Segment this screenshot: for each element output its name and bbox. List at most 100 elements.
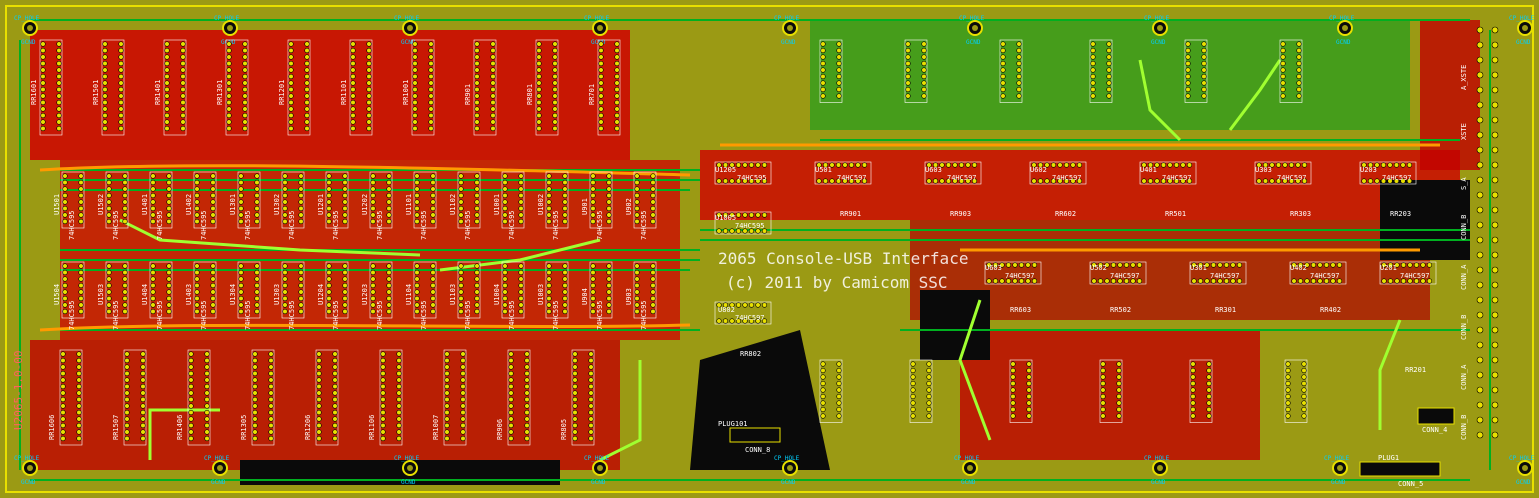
chip-ref: U802 <box>718 306 735 314</box>
chip-part: 74HC595 <box>464 210 472 240</box>
resistor-array <box>187 349 211 446</box>
chip-ref: U1102 <box>449 194 457 215</box>
rj-conn-label: CONN_4 <box>1422 426 1447 434</box>
hole-label: CP_HOLE <box>394 455 420 462</box>
chip-part: 74HC595 <box>288 300 296 330</box>
resistor-array <box>411 39 435 136</box>
header-pin <box>1476 86 1484 94</box>
resistor-array <box>819 359 843 423</box>
header-pin <box>1476 221 1484 229</box>
hole-label: CP_HOLE <box>1144 455 1170 462</box>
chip-part: 74HC597 <box>1382 174 1412 182</box>
shift-register-chip <box>193 261 217 319</box>
resistor-array <box>597 39 621 136</box>
header-pin <box>1491 176 1499 184</box>
hole-label: CP_HOLE <box>959 15 985 22</box>
hole-center <box>27 25 33 31</box>
hole-center <box>27 465 33 471</box>
hole-center <box>227 25 233 31</box>
chip-part: 74HC597 <box>1400 272 1430 280</box>
resistor-array <box>287 39 311 136</box>
hole-center <box>1157 25 1163 31</box>
header-pin <box>1476 41 1484 49</box>
header-pin <box>1476 176 1484 184</box>
shift-register-chip <box>61 171 85 229</box>
chip-ref: U1203 <box>361 284 369 305</box>
hole-sub-label: GCND <box>591 479 606 486</box>
hole-label: CP_HOLE <box>774 455 800 462</box>
chip-part: 74HC595 <box>640 300 648 330</box>
shift-register-chip <box>193 171 217 229</box>
resistor-label: RR1007 <box>432 415 440 440</box>
shift-register-chip <box>237 171 261 229</box>
hole-label: CP_HOLE <box>584 15 610 22</box>
shift-register-chip <box>413 171 437 229</box>
resistor-array <box>535 39 559 136</box>
hole-label: CP_HOLE <box>394 15 420 22</box>
plug1-label: PLUG1 <box>1378 454 1399 462</box>
shift-register-chip <box>501 261 525 319</box>
shift-register-chip <box>369 261 393 319</box>
resistor-label: RR1305 <box>240 415 248 440</box>
resistor-label: RR801 <box>526 84 534 105</box>
header-pin <box>1491 221 1499 229</box>
chip-part: 74HC597 <box>1005 272 1035 280</box>
chip-ref: U1004 <box>493 284 501 305</box>
chip-part: 74HC597 <box>1210 272 1240 280</box>
chip-ref: U1202 <box>361 194 369 215</box>
board-outline <box>5 5 1534 493</box>
hole-sub-label: GCND <box>211 479 226 486</box>
chip-part: 74HC595 <box>244 300 252 330</box>
header-pin <box>1476 296 1484 304</box>
header-pin <box>1476 161 1484 169</box>
right-chip-rows: U120574HC595U50174HC597U60374HC597U60274… <box>714 39 1437 423</box>
chip-part: 74HC595 <box>596 300 604 330</box>
chip-ref: U502 <box>1090 264 1107 272</box>
chip-part: 74HC595 <box>288 210 296 240</box>
chip-ref: U1504 <box>53 284 61 305</box>
chip-part: 74HC595 <box>68 210 76 240</box>
chip-part: 74HC595 <box>420 300 428 330</box>
hole-label: CP_HOLE <box>954 455 980 462</box>
hole-center <box>597 465 603 471</box>
left-chip-array: U150174HC595U150274HC595U140174HC595U140… <box>53 171 657 330</box>
resistor-label: RR502 <box>1110 306 1131 314</box>
chip-ref: U603 <box>985 264 1002 272</box>
hole-sub-label: GCND <box>401 479 416 486</box>
chip-ref: U1103 <box>449 284 457 305</box>
chip-ref: U501 <box>815 166 832 174</box>
shift-register-chip <box>1029 161 1087 185</box>
hole-center <box>1522 465 1528 471</box>
chip-ref: U603 <box>925 166 942 174</box>
shift-register-chip <box>1139 161 1197 185</box>
shift-register-chip <box>1089 261 1147 285</box>
resistor-array <box>59 349 83 446</box>
chip-part: 74HC597 <box>1277 174 1307 182</box>
chip-part: 74HC595 <box>552 300 560 330</box>
header-pin <box>1491 401 1499 409</box>
edge-label: CONN_A <box>1460 264 1468 290</box>
edge-label: CONN_B <box>1460 315 1468 340</box>
edge-label: XSTE <box>1460 123 1468 140</box>
resistor-array <box>1089 39 1113 103</box>
resistor-array <box>1279 39 1303 103</box>
resistor-label: RR1206 <box>304 415 312 440</box>
chip-ref: U1005 <box>715 214 736 222</box>
shift-register-chip <box>457 261 481 319</box>
chip-part: 74HC595 <box>737 174 767 182</box>
chip-ref: U602 <box>1030 166 1047 174</box>
resistor-label: RR901 <box>464 84 472 105</box>
chip-ref: U402 <box>1290 264 1307 272</box>
plug-label: PLUG101 <box>718 420 748 428</box>
shift-register-chip <box>714 161 772 185</box>
header-pin <box>1476 386 1484 394</box>
chip-part: 74HC595 <box>508 300 516 330</box>
chip-ref: U1201 <box>317 194 325 215</box>
shift-register-chip <box>814 161 872 185</box>
resistor-array <box>101 39 125 136</box>
edge-label: A_XSTE <box>1460 65 1468 90</box>
shift-register-chip <box>924 161 982 185</box>
header-pin <box>1476 71 1484 79</box>
header-pin <box>1491 281 1499 289</box>
shift-register-chip <box>1189 261 1247 285</box>
